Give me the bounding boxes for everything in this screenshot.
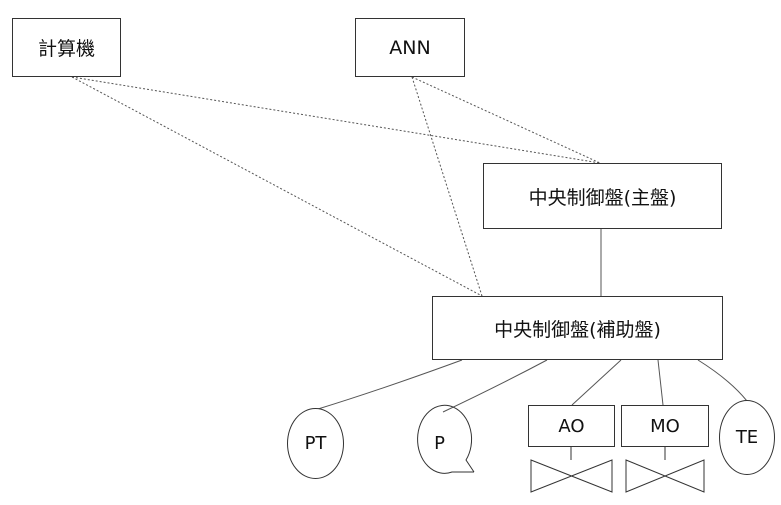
pump-label: P [434,432,445,454]
ao-label: AO [558,415,585,437]
mo-valve-icon [625,447,705,493]
ao-box: AO [528,405,615,447]
central-aux-panel-box: 中央制御盤(補助盤) [432,296,723,360]
link-aux-to-ao [571,359,622,406]
ao-valve-icon [530,447,613,493]
link-ann-to-aux [411,76,483,297]
computer-box: 計算機 [12,18,121,77]
link-ann-to-main [411,76,601,164]
link-aux-to-te [697,359,748,402]
link-computer-to-main [71,76,601,164]
te-label: TE [735,427,759,448]
central-main-panel-label: 中央制御盤(主盤) [528,186,677,209]
link-computer-to-aux [71,76,483,297]
mo-box: MO [621,405,709,447]
ann-box: ANN [355,18,465,77]
link-aux-to-mo [657,359,664,406]
link-aux-to-pump [442,359,548,413]
central-main-panel-box: 中央制御盤(主盤) [483,163,722,229]
pt-label: PT [304,433,327,454]
central-aux-panel-label: 中央制御盤(補助盤) [494,318,661,341]
pt-circle: PT [287,408,344,479]
computer-label: 計算機 [37,38,95,60]
te-circle: TE [719,400,775,475]
ann-label: ANN [389,36,431,59]
mo-label: MO [650,415,680,437]
link-aux-to-pt [317,359,463,410]
pump-symbol [417,404,475,474]
pump-label-wrap: P [413,425,466,461]
